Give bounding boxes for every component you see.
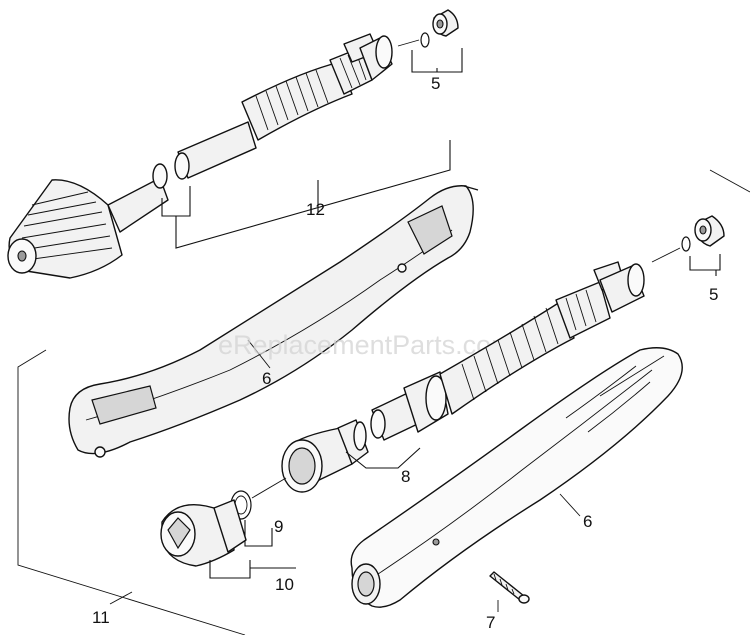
screw-7 — [489, 571, 530, 612]
callout-7: 7 — [486, 613, 495, 632]
bracket-9 — [244, 520, 273, 547]
oring-top — [397, 32, 430, 48]
callout-11: 11 — [92, 608, 110, 627]
handle-shell-upper — [68, 185, 479, 458]
bracket-5-right — [689, 254, 721, 276]
callout-5-right: 5 — [709, 285, 718, 304]
leader-6-upper — [247, 339, 271, 369]
callout-5-top: 5 — [431, 74, 440, 93]
nozzle-head-10 — [160, 499, 247, 567]
callout-9: 9 — [274, 517, 283, 536]
leader-6-lower — [559, 493, 581, 517]
nozzle-insert-right — [694, 215, 725, 247]
assembly-11-outline — [17, 169, 750, 635]
bracket-8 — [345, 447, 421, 469]
bracket-12 — [161, 140, 451, 249]
callout-8: 8 — [401, 467, 410, 486]
wand-tube-middle — [370, 261, 645, 441]
nozzle-head-top — [7, 163, 169, 279]
nozzle-insert-top — [432, 9, 459, 37]
callout-10: 10 — [275, 575, 294, 594]
coupling-sleeve-8 — [281, 419, 369, 493]
watermark-text: eReplacementParts.com — [218, 330, 514, 360]
oring-9 — [230, 477, 287, 520]
callout-6-upper: 6 — [262, 369, 271, 388]
oring-right — [651, 236, 691, 263]
callout-6-lower: 6 — [583, 512, 592, 531]
leader-11 — [109, 591, 133, 605]
callout-12: 12 — [306, 200, 325, 219]
bracket-5-top — [411, 48, 463, 73]
handle-grip-lower — [350, 347, 683, 608]
bracket-10 — [209, 560, 296, 579]
wand-tube-top — [174, 33, 393, 180]
